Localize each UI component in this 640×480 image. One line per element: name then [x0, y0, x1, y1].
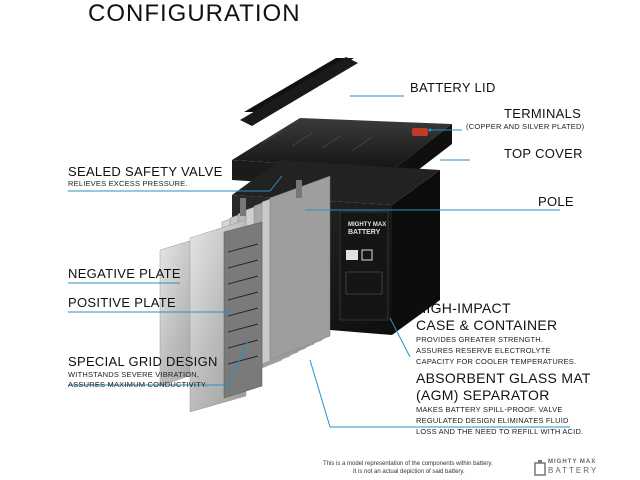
label-terminals-sub: (COPPER AND SILVER PLATED): [466, 122, 585, 131]
label-case-line1: HIGH-IMPACT: [416, 300, 511, 316]
label-agm-sub3: LOSS AND THE NEED TO REFILL WITH ACID.: [416, 427, 584, 436]
cover-ridges: [261, 130, 373, 152]
battery-icon: [534, 460, 546, 476]
footer-note-2: It is not an actual depiction of said ba…: [353, 469, 465, 475]
leader-lines: [68, 95, 570, 428]
footer-note-1: This is a model representation of the co…: [323, 461, 493, 467]
label-sealed-safety-valve-sub: RELIEVES EXCESS PRESSURE.: [68, 179, 188, 188]
page-title: CONFIGURATION: [88, 0, 301, 27]
label-positive-plate: POSITIVE PLATE: [68, 295, 176, 310]
case-side: [392, 170, 440, 335]
label-case-sub3: CAPACITY FOR COOLER TEMPERATURES.: [416, 357, 577, 366]
leader-dot-terminal: [428, 128, 432, 132]
label-agm-sub1: MAKES BATTERY SPILL-PROOF. VALVE: [416, 405, 563, 414]
grid-pattern: [227, 243, 259, 365]
label-case-sub2: ASSURES RESERVE ELECTROLYTE: [416, 346, 551, 355]
label-grid-sub2: ASSURES MAXIMUM CONDUCTIVITY.: [68, 380, 208, 389]
label-top-cover: TOP COVER: [504, 146, 583, 161]
brand-logo: MIGHTY MAX BATTERY: [534, 458, 614, 478]
label-case-sub1: PROVIDES GREATER STRENGTH.: [416, 335, 544, 344]
label-sealed-safety-valve: SEALED SAFETY VALVE: [68, 164, 223, 179]
positive-plate: [223, 221, 263, 399]
label-brand-top: MIGHTY MAX: [348, 222, 386, 228]
logo-top: MIGHTY MAX: [548, 459, 597, 465]
label-grid-design: SPECIAL GRID DESIGN: [68, 354, 218, 369]
label-grid-sub1: WITHSTANDS SEVERE VIBRATION,: [68, 370, 200, 379]
battery-lid-face: [240, 57, 358, 126]
logo-bottom: BATTERY: [548, 466, 599, 475]
label-case-line2: CASE & CONTAINER: [416, 317, 558, 333]
label-negative-plate: NEGATIVE PLATE: [68, 266, 181, 281]
top-cover-top: [232, 118, 452, 170]
label-terminals: TERMINALS: [504, 106, 582, 121]
case-label: MIGHTY MAX BATTERY: [339, 211, 389, 321]
label-brand-bottom: BATTERY: [348, 229, 381, 236]
label-pole: POLE: [538, 194, 574, 209]
terminal-red: [412, 128, 428, 136]
label-agm-line1: ABSORBENT GLASS MAT: [416, 370, 591, 386]
label-agm-line2: (AGM) SEPARATOR: [416, 387, 550, 403]
label-agm-sub2: REGULATED DESIGN ELIMINATES FLUID: [416, 416, 569, 425]
label-battery-lid: BATTERY LID: [410, 80, 496, 95]
